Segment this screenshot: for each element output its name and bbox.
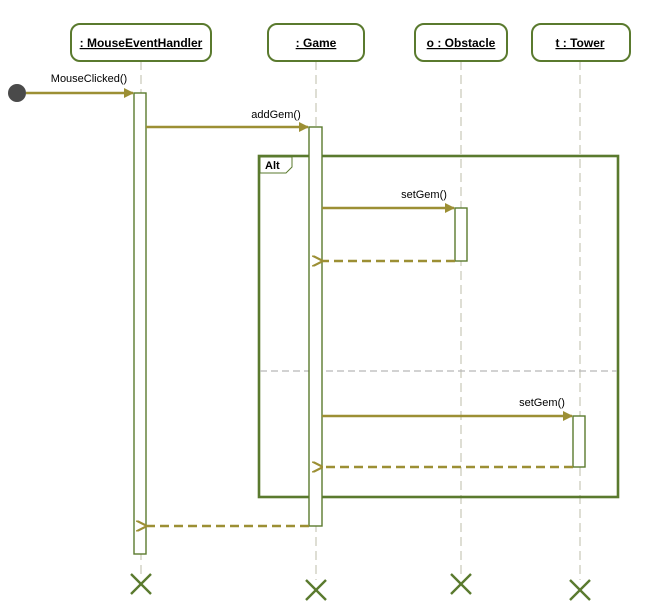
message-add-gem-label: addGem() — [251, 109, 301, 121]
destroy-icon-obstacle — [450, 573, 472, 595]
activation-handler — [133, 92, 147, 555]
message-set-gem-tower[interactable]: setGem() — [322, 397, 573, 421]
activation-game — [308, 126, 323, 527]
lifeline-tower[interactable]: t : Tower — [531, 23, 631, 62]
alt-fragment-frame — [257, 154, 620, 499]
destroy-icon-handler — [130, 573, 152, 595]
destroy-icon-game — [305, 579, 327, 601]
message-set-gem-obstacle[interactable]: setGem() — [322, 189, 455, 213]
lifeline-obstacle[interactable]: o : Obstacle — [414, 23, 508, 62]
activation-tower — [572, 415, 586, 468]
lifeline-tower-label: t : Tower — [555, 36, 604, 50]
lifeline-game[interactable]: : Game — [267, 23, 365, 62]
lifeline-handler[interactable]: : MouseEventHandler — [70, 23, 212, 62]
message-add-gem[interactable]: addGem() — [146, 109, 309, 132]
alt-fragment-tab — [259, 156, 293, 174]
initial-event-dot — [8, 84, 26, 102]
activation-obstacle — [454, 207, 468, 262]
lifeline-handler-label: : MouseEventHandler — [80, 36, 203, 50]
lifeline-obstacle-label: o : Obstacle — [427, 36, 496, 50]
message-set-gem-obstacle-label: setGem() — [401, 189, 447, 201]
alt-fragment-operator: Alt — [265, 160, 280, 172]
lifeline-game-label: : Game — [296, 36, 337, 50]
message-mouse-clicked[interactable]: MouseClicked() — [26, 73, 134, 98]
message-mouse-clicked-label: MouseClicked() — [51, 73, 127, 85]
destroy-icon-tower — [569, 579, 591, 601]
message-set-gem-tower-label: setGem() — [519, 397, 565, 409]
